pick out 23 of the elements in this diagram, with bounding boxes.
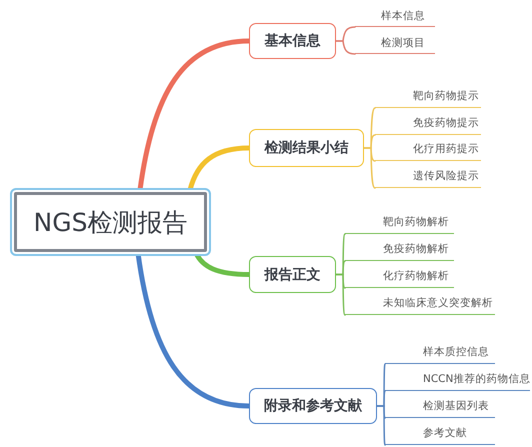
branch-line xyxy=(363,147,376,189)
topic-box: 附录和参考文献 xyxy=(249,388,377,424)
subtopic-label: 检测项目 xyxy=(355,36,435,54)
subtopic-label: 样本质控信息 xyxy=(385,345,495,364)
subtopic-label: 化疗药物解析 xyxy=(345,269,454,288)
subtopic-label: 遗传风险提示 xyxy=(375,169,481,188)
branch-line xyxy=(335,274,346,316)
subtopic-label: 免疫药物解析 xyxy=(345,242,454,261)
topic-box: 报告正文 xyxy=(249,256,336,293)
branch-line xyxy=(376,405,386,446)
subtopic-label: 参考文献 xyxy=(385,426,495,445)
subtopic-label: 化疗用药提示 xyxy=(375,142,481,161)
branch-line xyxy=(335,40,356,55)
central-topic-box: NGS检测报告 xyxy=(10,188,211,256)
topic-box: 基本信息 xyxy=(249,23,336,59)
subtopic-label: 样本信息 xyxy=(355,9,435,27)
subtopic-label: 未知临床意义突变解析 xyxy=(345,296,495,315)
topic-box: 检测结果小结 xyxy=(249,129,364,167)
subtopic-label: 检测基因列表 xyxy=(385,399,495,418)
subtopic-label: 靶向药物解析 xyxy=(345,215,454,234)
subtopic-label: 靶向药物提示 xyxy=(375,89,481,108)
subtopic-label: NCCN推荐的药物信息 xyxy=(385,372,530,391)
subtopic-label: 免疫药物提示 xyxy=(375,116,481,135)
